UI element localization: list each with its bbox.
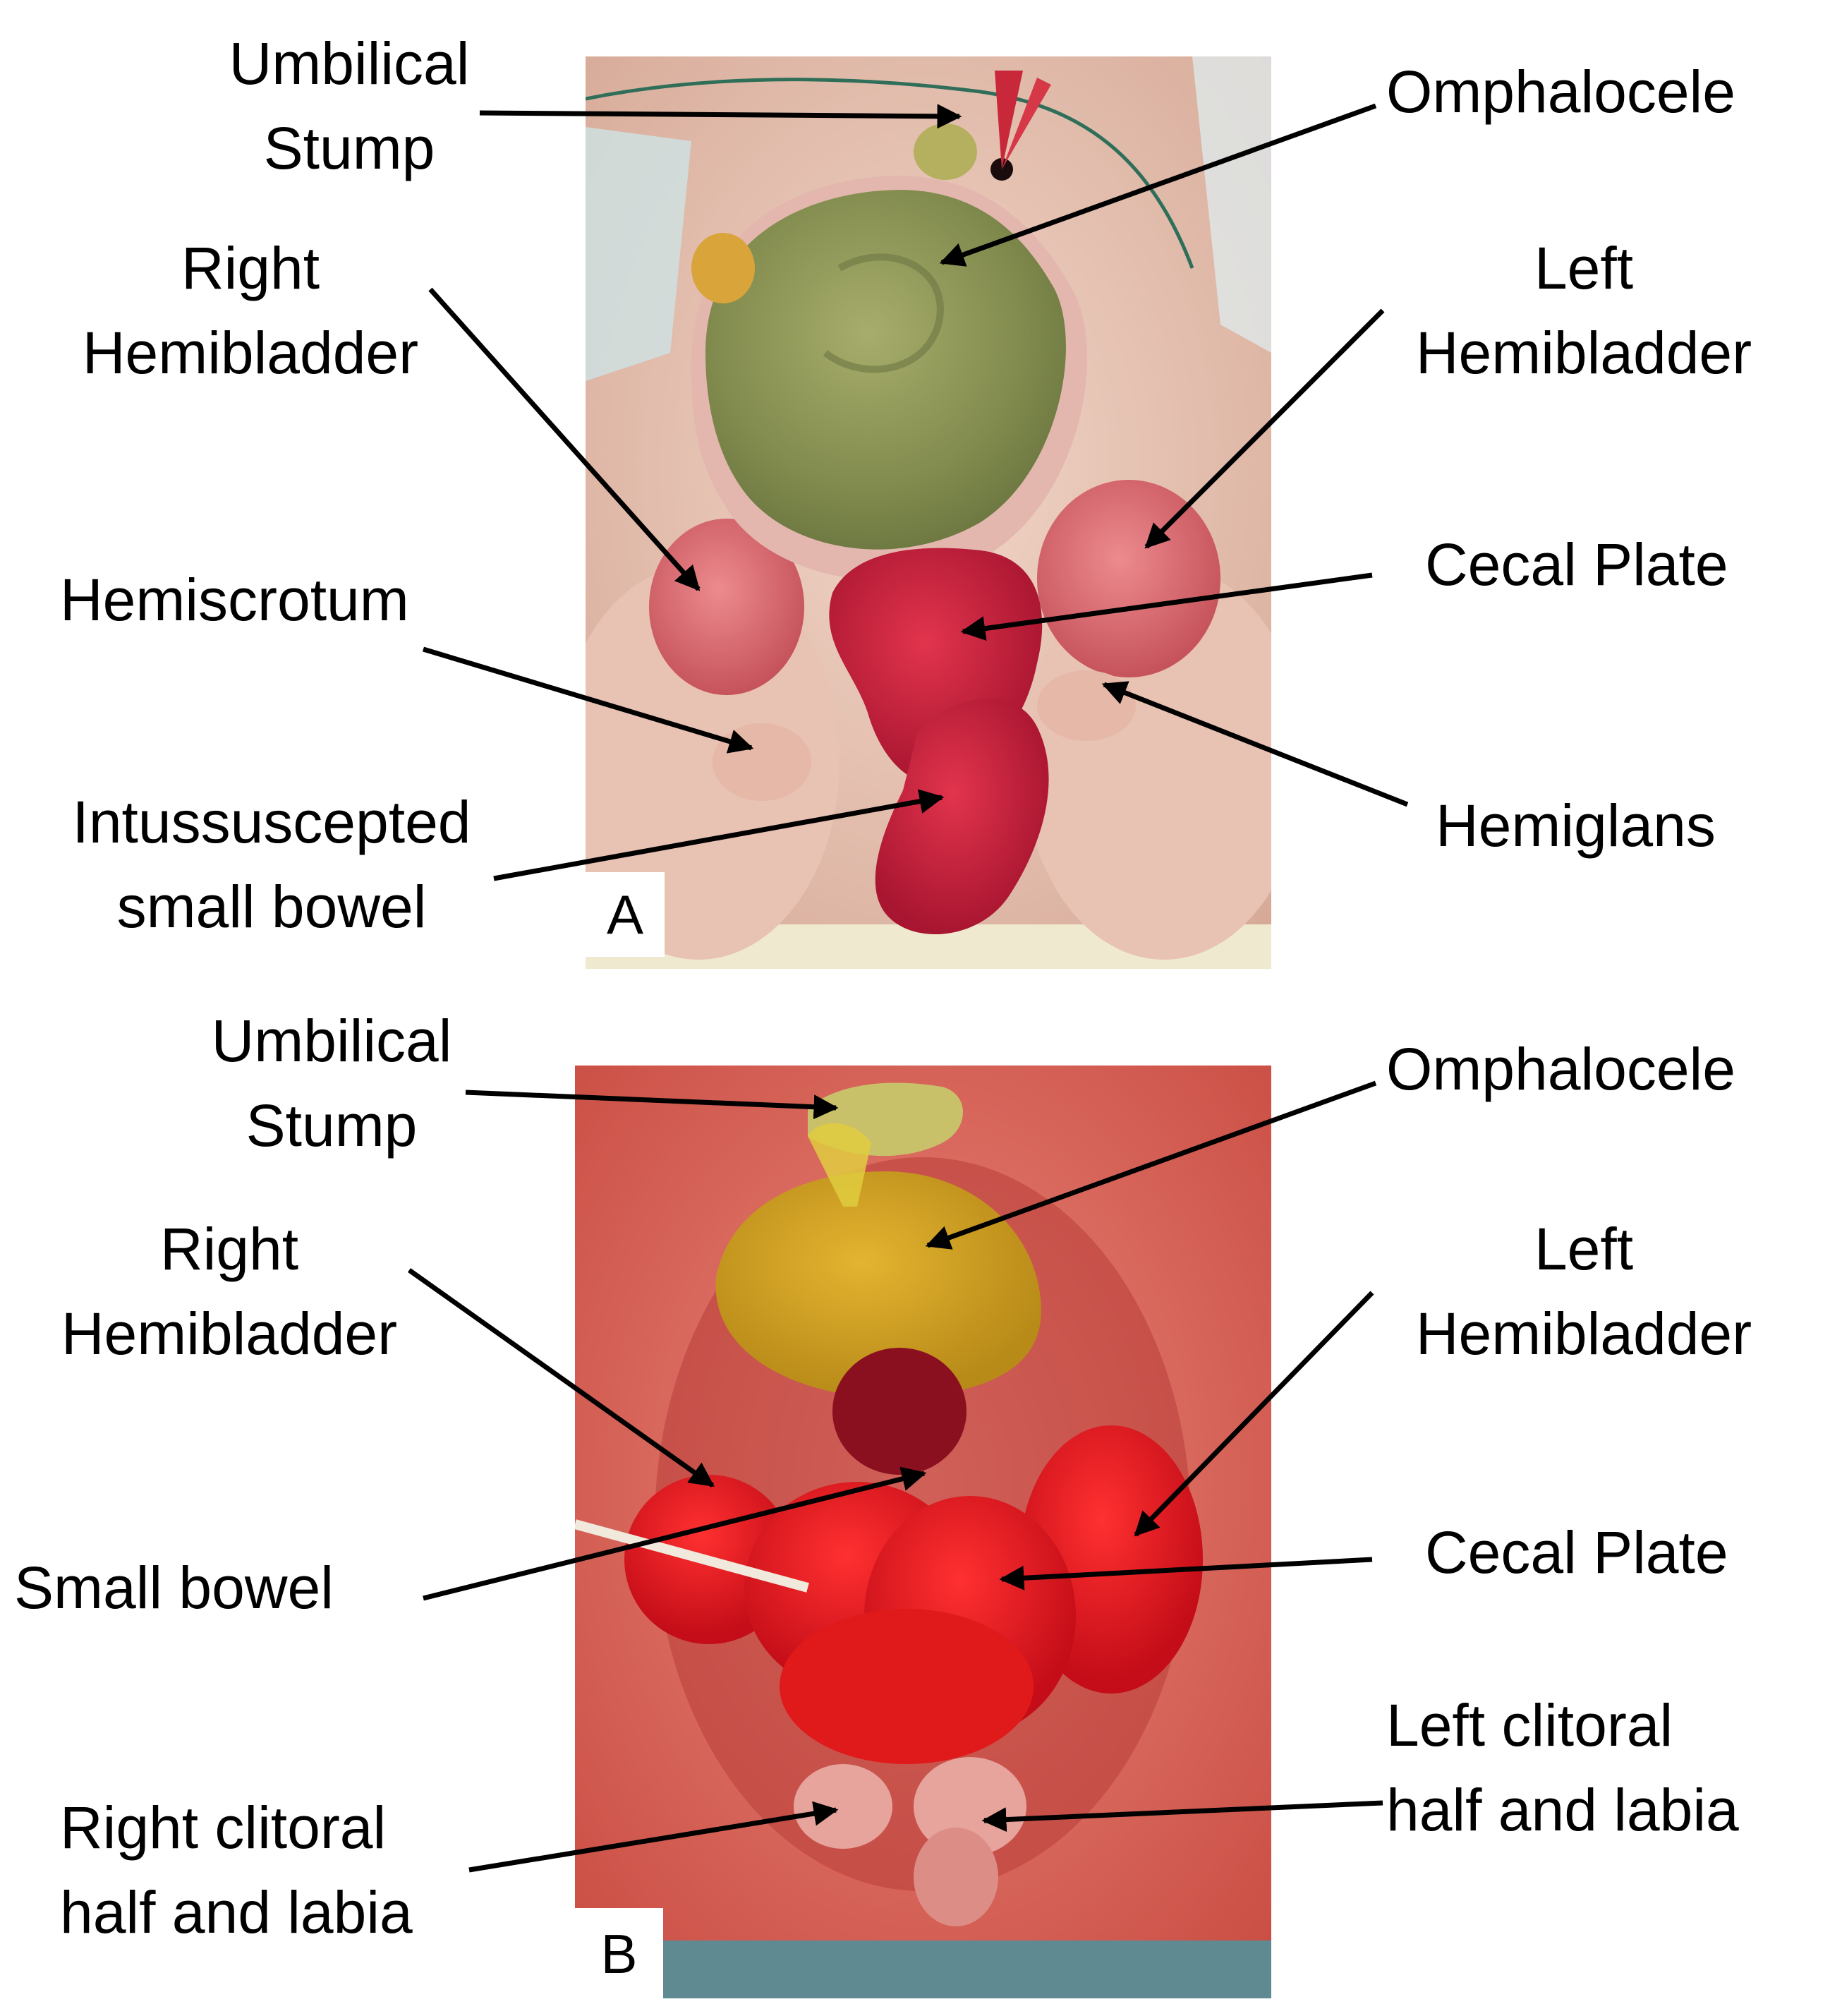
label-b-umbilical-stump: Umbilical Stump xyxy=(211,1008,452,1159)
arrow-b-left-clitoral xyxy=(981,1800,1383,1833)
panel-a-letter: A xyxy=(586,872,665,957)
arrow-b-umbilical-stump xyxy=(465,1090,839,1120)
label-a-cecal-plate: Cecal Plate xyxy=(1425,531,1728,598)
arrow-b-cecal-plate xyxy=(999,1557,1373,1591)
label-a-hemiscrotum: Hemiscrotum xyxy=(60,567,409,633)
label-b-small-bowel: Small bowel xyxy=(14,1555,334,1621)
arrow-a-omphalocele xyxy=(939,103,1377,267)
label-a-left-hemibladder: Left Hemibladder xyxy=(1415,235,1752,386)
arrow-a-left-hemibladder xyxy=(1144,308,1385,549)
label-a-omphalocele: Omphalocele xyxy=(1386,59,1735,125)
label-a-hemiglans: Hemiglans xyxy=(1436,792,1716,859)
label-b-omphalocele: Omphalocele xyxy=(1386,1036,1735,1102)
label-b-cecal-plate: Cecal Plate xyxy=(1425,1519,1728,1586)
arrow-b-right-hemibladder xyxy=(407,1268,715,1487)
label-b-right-clitoral: Right clitoral half and labia xyxy=(60,1794,413,1945)
arrow-a-hemiglans xyxy=(1101,681,1409,807)
arrow-b-omphalocele xyxy=(925,1080,1377,1250)
arrow-a-hemiscrotum xyxy=(422,646,754,754)
arrow-b-small-bowel xyxy=(423,1466,927,1601)
arrow-a-intussuscepted xyxy=(493,789,945,881)
label-a-right-hemibladder: Right Hemibladder xyxy=(82,235,419,386)
label-b-right-hemibladder: Right Hemibladder xyxy=(61,1216,398,1367)
panel-b-letter: B xyxy=(575,1908,663,2000)
photo-panel-a xyxy=(586,56,1271,969)
arrow-a-right-hemibladder xyxy=(428,287,701,591)
arrow-a-umbilical-stump xyxy=(479,104,962,129)
arrow-b-left-hemibladder xyxy=(1134,1291,1374,1537)
label-b-left-clitoral: Left clitoral half and labia xyxy=(1386,1692,1739,1843)
arrow-b-right-clitoral xyxy=(468,1801,839,1873)
label-a-intussuscepted: Intussuscepted small bowel xyxy=(72,789,471,940)
label-b-left-hemibladder: Left Hemibladder xyxy=(1415,1216,1752,1367)
label-a-umbilical-stump: Umbilical Stump xyxy=(229,30,470,181)
arrow-a-cecal-plate xyxy=(960,572,1373,641)
